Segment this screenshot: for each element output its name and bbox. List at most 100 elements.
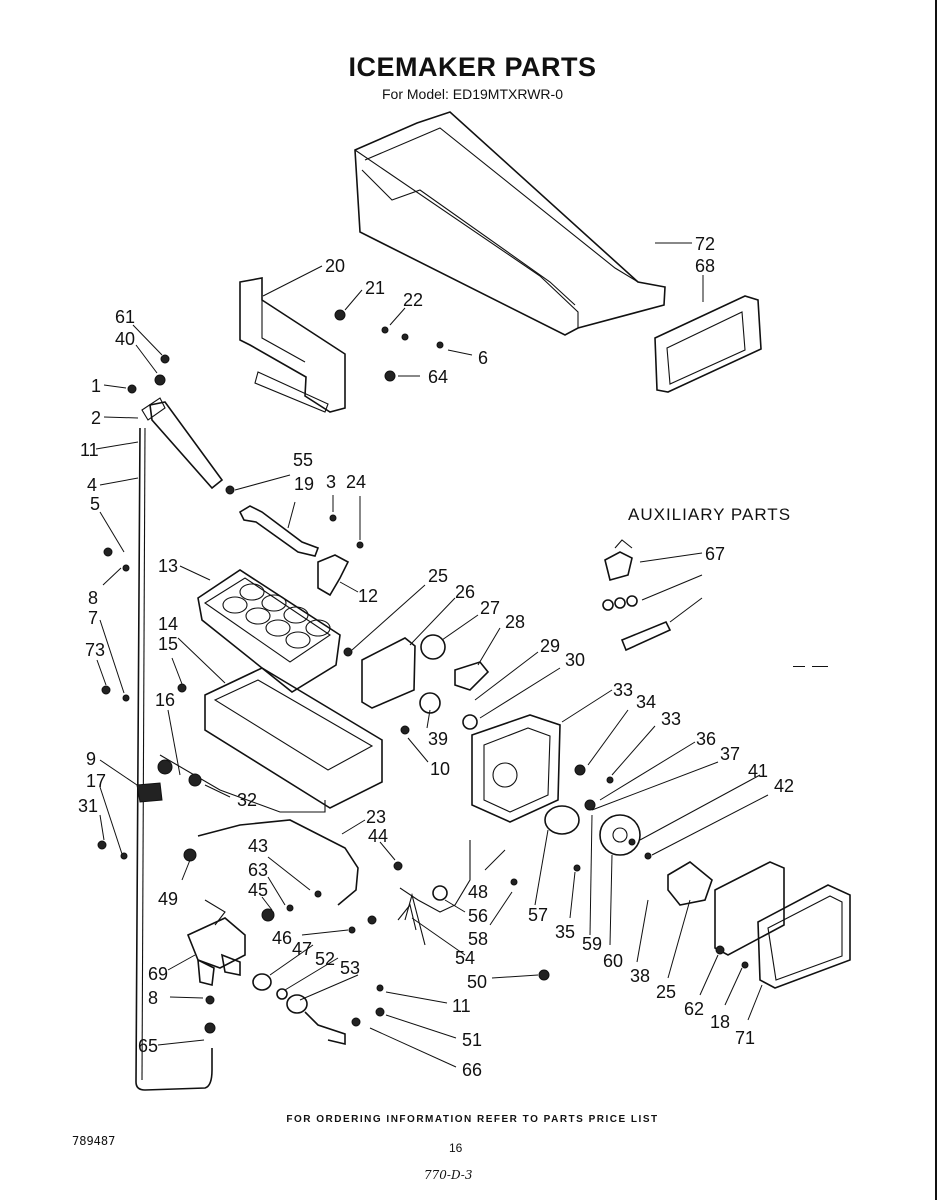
auxiliary-saddle-valve xyxy=(604,539,633,581)
callout-33: 33 xyxy=(661,709,681,729)
callout-22: 22 xyxy=(403,290,423,310)
heater-wire xyxy=(197,819,359,906)
water-valve xyxy=(186,899,246,986)
callout-16: 16 xyxy=(155,690,175,710)
callout-25b: 18 xyxy=(710,1012,730,1032)
callout-59: 38 xyxy=(630,966,650,986)
callout-17: 32 xyxy=(237,790,257,810)
callout-25: 25 xyxy=(428,566,448,586)
callout-62: 71 xyxy=(735,1028,755,1048)
callout-6: 6 xyxy=(478,348,488,368)
callout-33b: 37 xyxy=(720,744,740,764)
callout-29: 29 xyxy=(540,636,560,656)
callout-8b: 11 xyxy=(452,996,471,1016)
callout-72: 72 xyxy=(695,234,715,254)
ice-mold xyxy=(197,569,341,693)
right-edge-line xyxy=(935,0,937,1200)
callout-41: 23 xyxy=(366,807,386,827)
callout-7b: 17 xyxy=(86,771,106,791)
callout-42: 44 xyxy=(368,826,388,846)
callout-56: 58 xyxy=(468,929,488,949)
callout-47: 53 xyxy=(340,958,360,978)
callout-58: 35 xyxy=(555,922,575,942)
callout-34: 36 xyxy=(696,729,716,749)
leader-lines xyxy=(95,242,769,1068)
callout-37: 42 xyxy=(774,776,794,796)
model-subtitle: For Model: ED19MTXRWR-0 xyxy=(381,86,563,102)
callout-labels: 72 68 20 21 22 6 64 61 40 1 2 11 4 5 55 … xyxy=(78,234,794,1080)
inlet-fittings xyxy=(252,973,346,1046)
callout-71: 8 xyxy=(148,988,158,1008)
callout-2: 2 xyxy=(91,408,101,428)
callout-63: 49 xyxy=(158,889,178,909)
callout-9: 9 xyxy=(86,749,96,769)
shut-off-arm xyxy=(238,505,320,557)
callout-15: 15 xyxy=(158,634,178,654)
timing-gear xyxy=(599,814,641,856)
callout-73b: 31 xyxy=(78,796,98,816)
callout-55: 55 xyxy=(293,450,313,470)
callout-45: 46 xyxy=(272,928,292,948)
callout-38: 62 xyxy=(684,999,704,1019)
callout-31: 33 xyxy=(613,680,633,700)
callout-46: 52 xyxy=(315,949,335,969)
callout-48: 54 xyxy=(455,948,475,968)
callout-18: 69 xyxy=(148,964,168,984)
support-bracket xyxy=(317,554,350,597)
callout-52: 48 xyxy=(468,882,488,902)
callout-3: 3 xyxy=(326,472,336,492)
mounting-plate xyxy=(361,637,416,709)
motor xyxy=(544,805,580,835)
page-number: 16 xyxy=(449,1141,463,1155)
callout-4: 4 xyxy=(87,475,97,495)
callout-57: 59 xyxy=(582,934,602,954)
callout-28: 28 xyxy=(505,612,525,632)
margin-dash xyxy=(793,666,805,667)
callout-49: 47 xyxy=(292,939,312,959)
fasteners xyxy=(97,309,749,1034)
ordering-note: FOR ORDERING INFORMATION REFER TO PARTS … xyxy=(286,1114,659,1125)
doc-number: 789487 xyxy=(72,1134,116,1148)
callout-53: 56 xyxy=(468,906,488,926)
callout-8: 8 xyxy=(88,588,98,608)
handwritten-note: 770-D-3 xyxy=(424,1168,473,1182)
callout-11: 11 xyxy=(80,440,99,460)
callout-12: 12 xyxy=(358,586,378,606)
callout-35: 60 xyxy=(603,951,623,971)
callout-60: 25 xyxy=(656,982,676,1002)
page-title: ICEMAKER PARTS xyxy=(348,52,597,82)
callout-30: 30 xyxy=(565,650,585,670)
auxiliary-tube-insert xyxy=(620,620,672,652)
callout-65: 67 xyxy=(705,544,725,564)
auxiliary-parts-label: AUXILIARY PARTS xyxy=(628,505,792,524)
callout-39: 39 xyxy=(428,729,448,749)
callout-36: 41 xyxy=(748,761,768,781)
callout-13: 13 xyxy=(158,556,178,576)
callout-32: 34 xyxy=(636,692,656,712)
control-housing xyxy=(471,714,561,823)
callout-27: 27 xyxy=(480,598,500,618)
callout-23: 43 xyxy=(248,836,268,856)
callout-51: 66 xyxy=(462,1060,482,1080)
callout-40: 40 xyxy=(115,329,135,349)
switch-cover-assembly xyxy=(667,861,851,989)
callout-7: 7 xyxy=(88,608,98,628)
callout-14: 14 xyxy=(158,614,178,634)
callout-5: 5 xyxy=(90,494,100,514)
callout-24: 24 xyxy=(346,472,366,492)
callout-64: 64 xyxy=(428,367,448,387)
callout-68: 68 xyxy=(695,256,715,276)
auxiliary-nuts xyxy=(602,595,638,611)
mounting-bracket xyxy=(239,277,346,413)
callout-61: 61 xyxy=(115,307,135,327)
callout-69: 50 xyxy=(467,972,487,992)
callout-19: 19 xyxy=(294,474,314,494)
callout-44: 63 xyxy=(248,860,268,880)
wiring-harness xyxy=(397,840,471,946)
callout-50: 51 xyxy=(462,1030,482,1050)
margin-dash xyxy=(812,666,828,667)
ice-bin xyxy=(354,111,666,336)
ice-bin-front-panel xyxy=(654,295,762,393)
callout-26: 26 xyxy=(455,582,475,602)
